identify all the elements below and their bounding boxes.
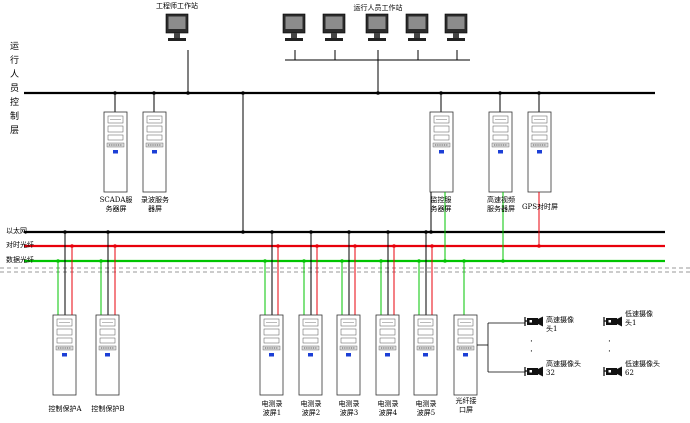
rec5-label: 电测录波屏5: [415, 400, 437, 417]
gps-timing-cabinet: [527, 111, 552, 193]
operator-workstation-icon: [365, 13, 389, 42]
operator-ws-stubs: [294, 50, 458, 60]
junction-dots-green: [56, 259, 505, 263]
lower-drops-green: [57, 261, 465, 315]
recorder-server-label: 录波服务器屏: [141, 196, 169, 213]
operator-ws-title: 运行人员工作站: [353, 4, 403, 12]
recorder-cabinet-1: [259, 314, 284, 396]
rec1-label: 电测录波屏1: [261, 400, 283, 417]
ctrl-b-label: 控制保护B: [91, 405, 125, 413]
junction-dots-red: [70, 244, 541, 248]
timing-fiber-label: 对时光纤: [6, 241, 34, 249]
operator-workstation-icon: [282, 13, 306, 42]
fiber-interface-cabinet: [453, 314, 478, 396]
recorder-cabinet-4: [375, 314, 400, 396]
hs-ellipsis-2: ·: [530, 347, 533, 357]
ls-ellipsis-1: ·: [608, 337, 611, 347]
rec4-label: 电测录波屏4: [377, 400, 399, 417]
hs-video-server-label: 高速视频服务器屏: [487, 196, 515, 213]
camera-links: [477, 322, 525, 373]
control-protection-b-cabinet: [95, 314, 120, 396]
control-protection-a-cabinet: [52, 314, 77, 396]
upper-server-links: [114, 93, 540, 112]
engineer-ws-title: 工程师工作站: [156, 2, 198, 10]
hs-ellipsis-1: ·: [530, 337, 533, 347]
hs-camera-1-label: 高速摄像头1: [546, 316, 574, 333]
hs-camera-32-label: 高速摄像头32: [546, 360, 581, 377]
rec3-label: 电测录波屏3: [338, 400, 360, 417]
recorder-server-cabinet: [142, 111, 167, 193]
recorder-cabinet-5: [413, 314, 438, 396]
monitor-server-label: 监控服务器屏: [430, 196, 452, 213]
layer-label: 运行人员控制层: [10, 42, 20, 136]
operator-workstation-icon: [322, 13, 346, 42]
hs-video-server-cabinet: [488, 111, 513, 193]
engineer-workstation-icon: [165, 13, 189, 42]
ls-camera-1-label: 低速摄像头1: [625, 310, 653, 327]
rec2-label: 电测录波屏2: [300, 400, 322, 417]
ls-camera-62-label: 低速摄像头62: [625, 360, 660, 377]
scada-server-cabinet: [103, 111, 128, 193]
gps-timing-label: GPS对时屏: [521, 203, 559, 211]
operator-workstation-icon: [444, 13, 468, 42]
fiber-if-label: 光纤接口屏: [455, 397, 477, 414]
operator-workstation-icon: [405, 13, 429, 42]
scada-server-label: SCADA服务器屏: [99, 196, 133, 213]
ethernet-label: 以太网: [6, 227, 27, 235]
lower-drops-black: [64, 232, 427, 315]
recorder-cabinet-2: [298, 314, 323, 396]
data-fiber-label: 数据光纤: [6, 256, 34, 264]
monitor-server-cabinet: [429, 111, 454, 193]
lower-drops-red: [71, 246, 433, 315]
high-speed-camera-32-icon: [524, 365, 544, 378]
high-speed-camera-1-icon: [524, 315, 544, 328]
low-speed-camera-62-icon: [603, 365, 623, 378]
ls-ellipsis-2: ·: [608, 347, 611, 357]
recorder-cabinet-3: [336, 314, 361, 396]
low-speed-camera-1-icon: [603, 315, 623, 328]
ctrl-a-label: 控制保护A: [48, 405, 82, 413]
junction-dots: [63, 91, 541, 234]
